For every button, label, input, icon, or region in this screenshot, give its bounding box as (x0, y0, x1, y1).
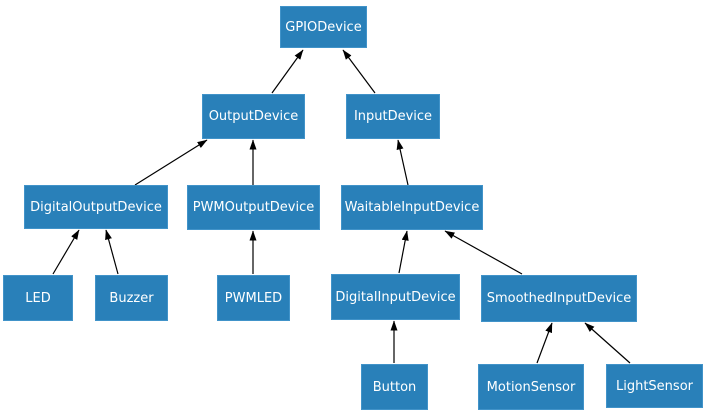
edge-digitaloutputdevice-outputdevice (134, 139, 208, 186)
edge-smoothedinputdevice-waitableinputdevice (444, 230, 523, 275)
edge-waitableinputdevice-inputdevice (396, 139, 409, 186)
node-motionsensor: MotionSensor (478, 364, 584, 410)
edge-outputdevice-gpiodevice (271, 49, 304, 94)
node-pwmled: PWMLED (217, 275, 290, 321)
edge-led-digitaloutputdevice (52, 229, 80, 275)
node-lightsensor: LightSensor (606, 364, 703, 408)
node-digitalinputdevice: DigitalInputDevice (331, 274, 460, 320)
node-pwmoutputdevice: PWMOutputDevice (187, 185, 320, 230)
node-outputdevice: OutputDevice (202, 94, 305, 139)
node-digitaloutputdevice: DigitalOutputDevice (24, 185, 168, 229)
node-led: LED (3, 275, 73, 321)
edge-inputdevice-gpiodevice (342, 49, 376, 94)
node-buzzer: Buzzer (95, 275, 168, 321)
node-smoothedinputdevice: SmoothedInputDevice (481, 275, 637, 322)
edge-motionsensor-smoothedinputdevice (536, 322, 553, 364)
node-button: Button (361, 364, 428, 410)
edge-digitalinputdevice-waitableinputdevice (398, 230, 409, 274)
node-inputdevice: InputDevice (346, 94, 440, 139)
edge-buzzer-digitaloutputdevice (105, 229, 119, 275)
node-gpiodevice: GPIODevice (280, 6, 367, 48)
node-waitableinputdevice: WaitableInputDevice (341, 185, 483, 230)
edge-lightsensor-smoothedinputdevice (584, 322, 631, 364)
